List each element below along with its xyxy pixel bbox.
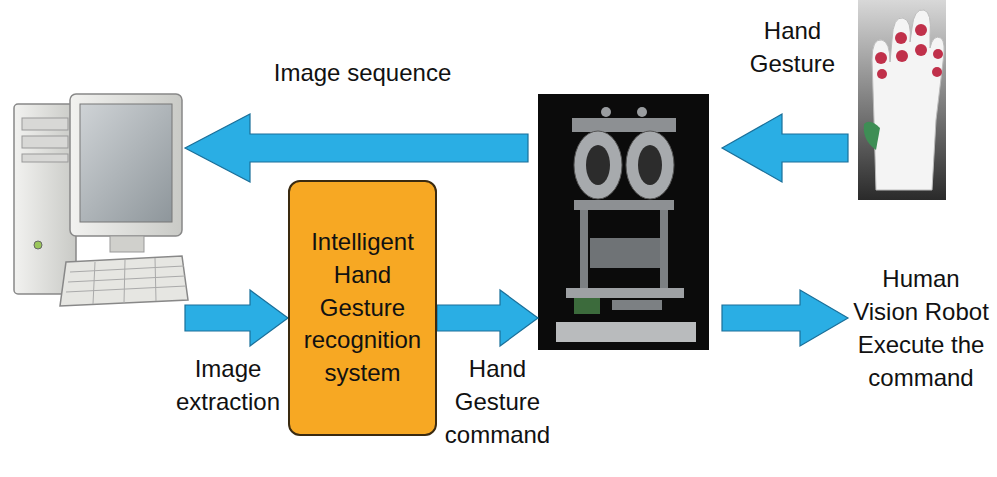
box-text: Intelligent Hand Gesture recognition sys… bbox=[298, 226, 427, 389]
arrow-label: Hand Gesture command bbox=[440, 352, 555, 451]
block-arrows bbox=[185, 114, 848, 346]
block-arrow bbox=[185, 290, 288, 346]
arrow-label: Image sequence bbox=[255, 56, 470, 89]
arrow-label: Human Vision Robot Execute the command bbox=[848, 262, 994, 394]
arrow-label: Hand Gesture bbox=[735, 14, 850, 80]
hand-photo bbox=[858, 0, 946, 200]
computer-illustration bbox=[14, 94, 188, 306]
block-arrow bbox=[722, 114, 848, 182]
block-arrow bbox=[722, 290, 848, 346]
block-arrow bbox=[185, 114, 528, 182]
process-box: Intelligent Hand Gesture recognition sys… bbox=[288, 180, 437, 436]
block-arrow bbox=[437, 290, 538, 346]
arrow-label: Image extraction bbox=[168, 352, 288, 418]
robot-photo bbox=[538, 94, 709, 350]
